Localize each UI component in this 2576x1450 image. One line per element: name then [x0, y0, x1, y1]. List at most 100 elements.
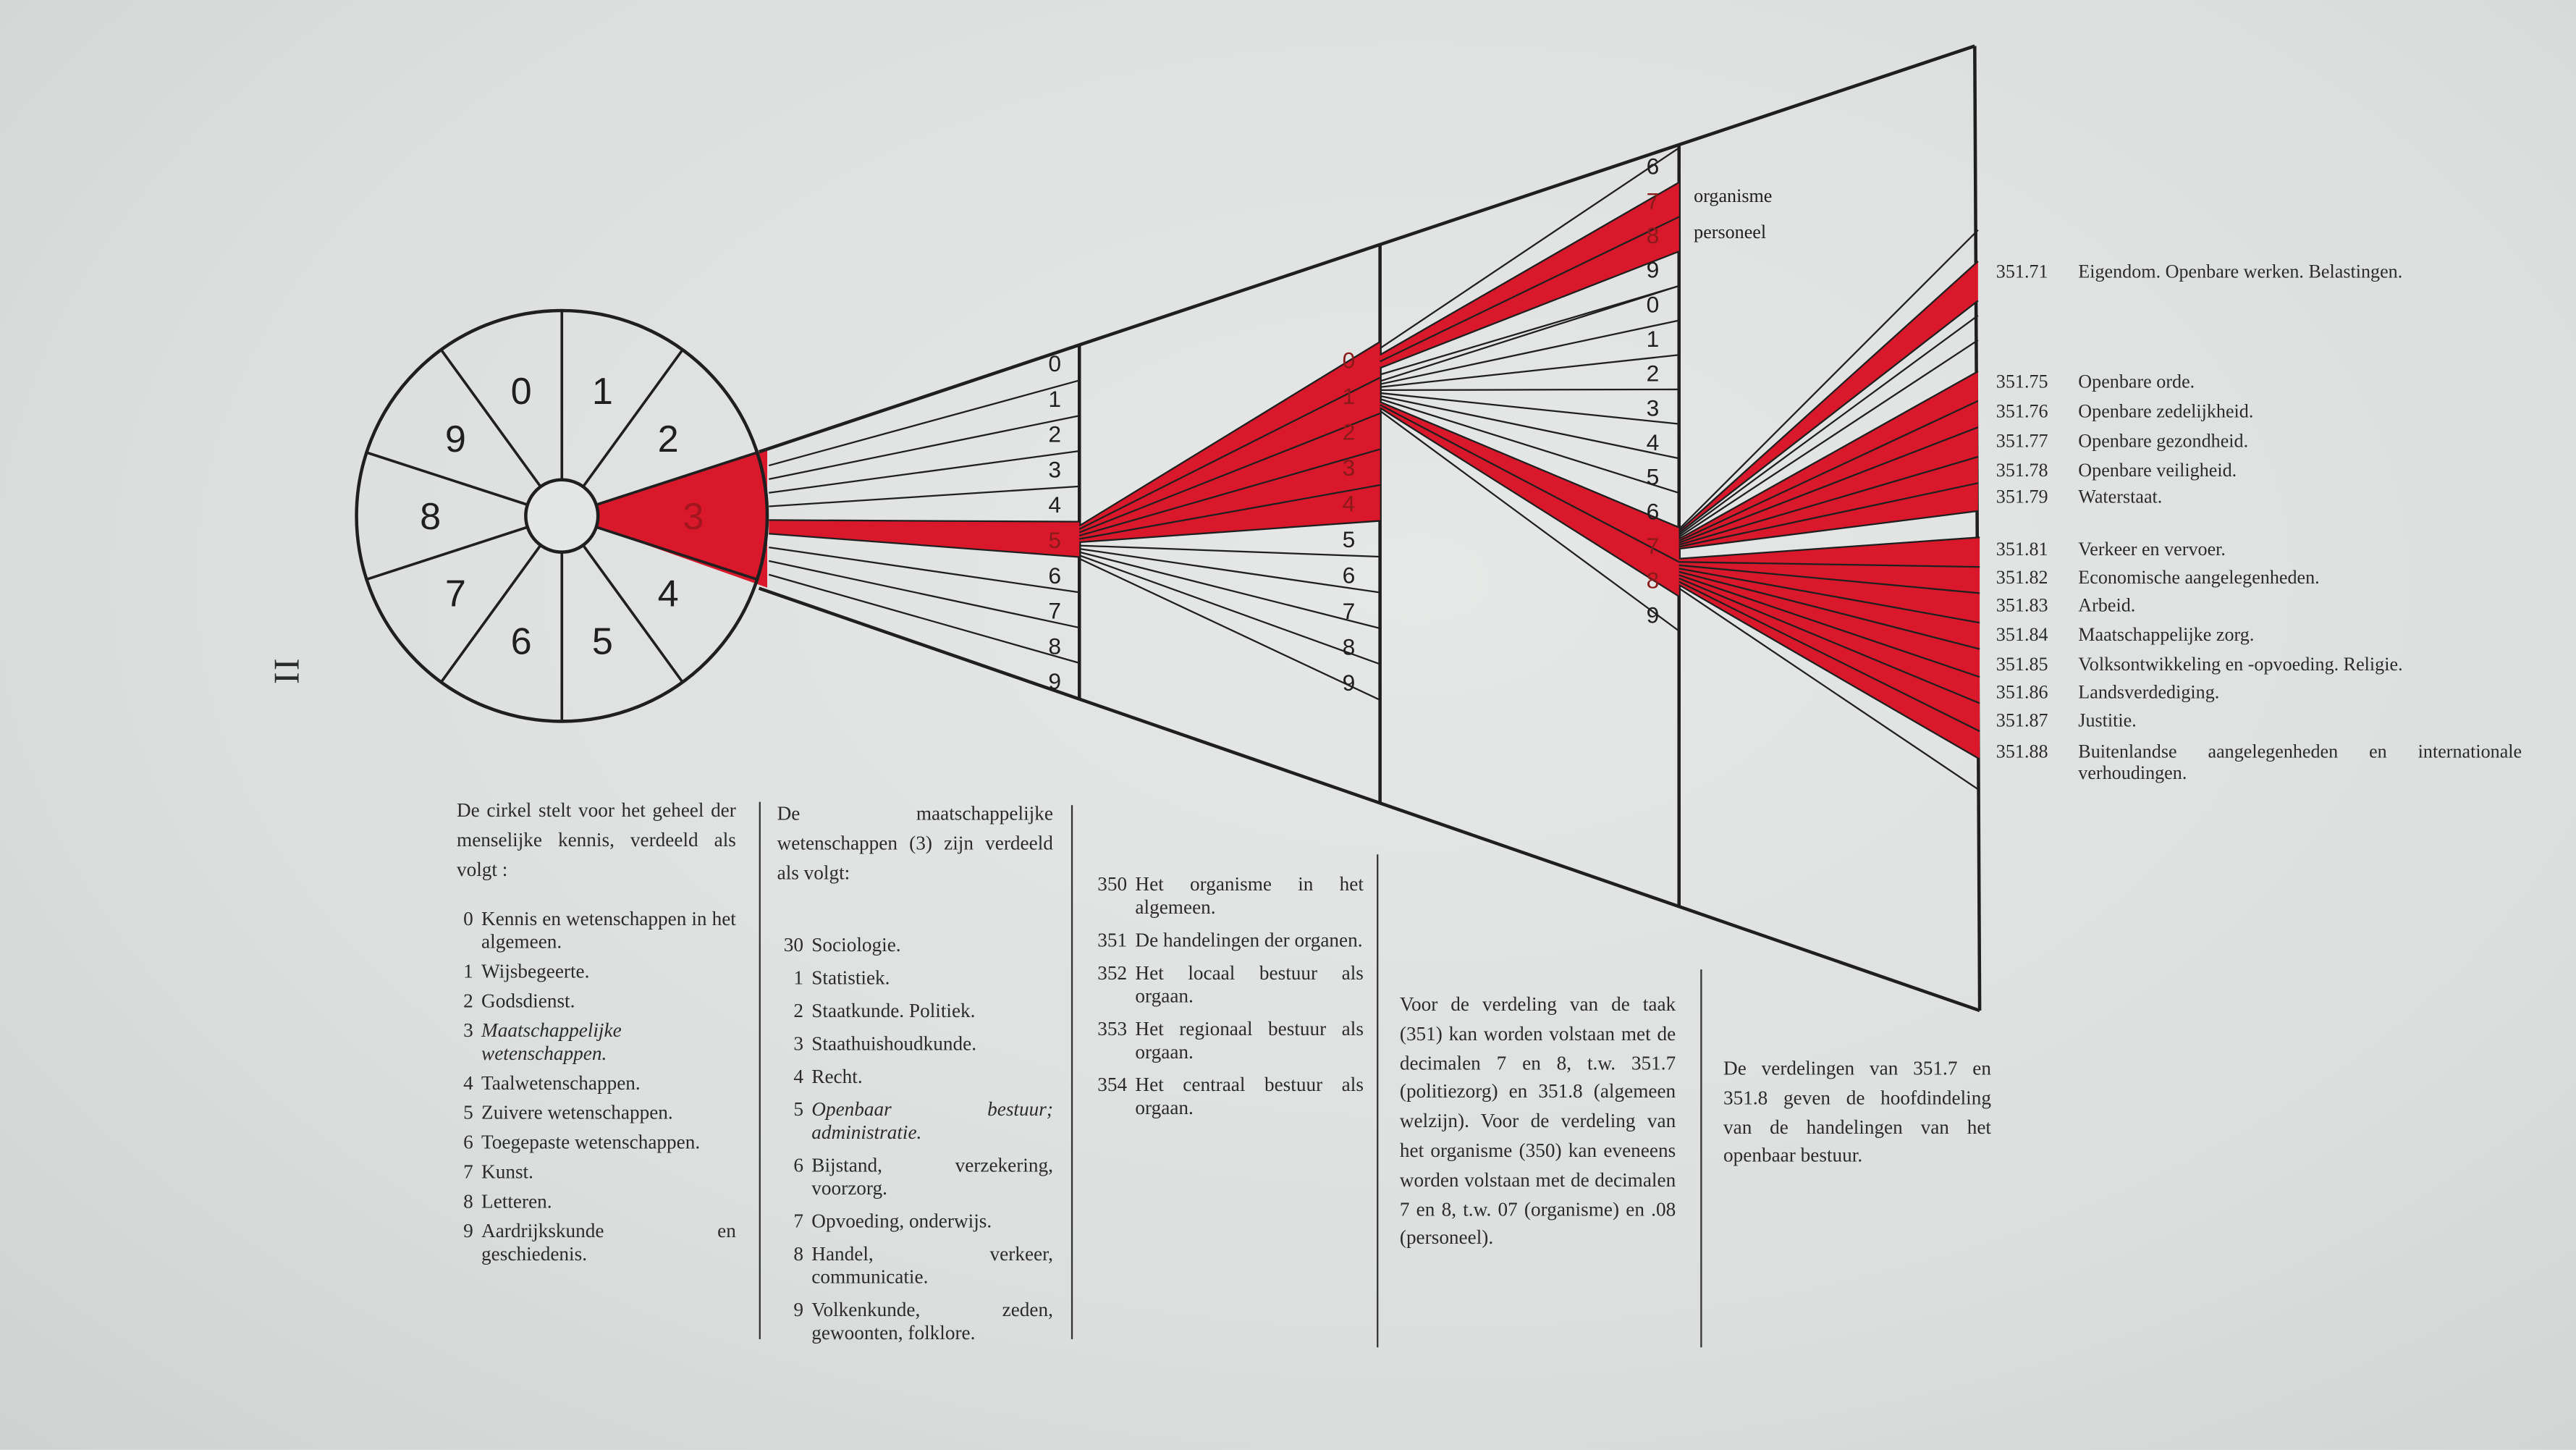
item-text: Recht. [811, 1064, 863, 1088]
fan-line [1379, 410, 1680, 632]
fan-line [1078, 557, 1381, 701]
item-number: 3 [793, 1032, 803, 1055]
social-sciences-block: De maatschappelijke wetenschappen (3) zi… [777, 798, 1053, 1354]
fan-line [1678, 229, 1979, 530]
highlighted-sector [596, 449, 767, 588]
fan-line [1678, 339, 1979, 538]
item-number: 2 [793, 999, 803, 1022]
personeel-note: personeel [1694, 222, 1766, 243]
subdivision-code: 351.79 [1996, 488, 2048, 508]
fan-line [1678, 370, 1979, 540]
fan-line [1078, 341, 1381, 527]
fan-line [1380, 319, 1679, 385]
fan-line [1380, 388, 1679, 391]
item-text: Wijsbegeerte. [481, 959, 590, 983]
list-item: 350 Het organisme in het algemeen. [1088, 872, 1364, 919]
item-text: Opvoeding, onderwijs. [811, 1209, 992, 1233]
cell-label: 3 [1048, 456, 1061, 482]
subdivision-label: 351.84 Maatschappelijke zorg. [1996, 626, 2255, 646]
highlight-band [769, 520, 1080, 557]
fan-line [1380, 398, 1680, 494]
cell-label: 7 [1343, 598, 1356, 624]
fan-line [1678, 581, 1980, 733]
cell-label: 6 [1048, 562, 1061, 589]
subdivision-text: Eigendom. Openbare werken. Belastingen. [2078, 263, 2403, 283]
item-text: Het centraal bestuur als orgaan. [1135, 1073, 1364, 1119]
sector-label: 4 [658, 573, 679, 615]
envelope-top [758, 44, 1976, 454]
sector-divider [366, 526, 528, 581]
column-divider [759, 801, 761, 1339]
item-text: Letteren. [481, 1189, 552, 1213]
item-number: 9 [793, 1298, 803, 1321]
item-text: De handelingen der organen. [1135, 928, 1363, 952]
list-item: 6 Bijstand, verzekering, voorzorg. [777, 1153, 1053, 1200]
highlight-band [1678, 371, 1978, 549]
list-item: 8 Handel, verkeer, communicatie. [777, 1242, 1053, 1289]
item-text: Maatschappelijke wetenschappen. [481, 1019, 622, 1065]
item-number: 9 [463, 1219, 473, 1242]
fan-line [1380, 401, 1680, 528]
subdivision-text: Waterstaat. [2078, 488, 2163, 508]
sector-label: 8 [420, 496, 441, 538]
organisme-note: organisme [1694, 185, 1772, 206]
item-text: Handel, verkeer, communicatie. [811, 1242, 1053, 1289]
item-number: 354 [1097, 1073, 1128, 1096]
fan-line [1079, 484, 1380, 540]
item-text: Bijstand, verzekering, voorzorg. [811, 1153, 1053, 1200]
item-number: 6 [793, 1153, 803, 1177]
sector-divider [366, 451, 528, 507]
item-number: 8 [463, 1189, 473, 1213]
cell-label: 5 [1647, 464, 1660, 490]
fan-line [1380, 407, 1680, 597]
cell-label: 2 [1048, 421, 1061, 447]
fan-line [1380, 395, 1679, 460]
cell-label: 7 [1647, 533, 1660, 559]
list-item: 2 Staatkunde. Politiek. [777, 999, 1053, 1022]
fan-line [1678, 577, 1980, 704]
item-text: Aardrijkskunde en geschiedenis. [481, 1219, 736, 1265]
item-text: Kunst. [481, 1160, 533, 1184]
item-text: Het organisme in het algemeen. [1135, 872, 1364, 919]
cell-label: 5 [1343, 526, 1356, 552]
subdivision-text: Openbare zedelijkheid. [2078, 402, 2254, 423]
cell-label: 3 [1343, 455, 1356, 481]
cell-label: 8 [1048, 633, 1061, 659]
column-divider [1700, 969, 1702, 1348]
subdivision-code: 351.84 [1996, 625, 2048, 646]
sector-divider [582, 349, 684, 488]
fan-line [1380, 284, 1680, 376]
subdivision-code: 351.78 [1996, 461, 2048, 482]
cell-label: 6 [1343, 562, 1356, 588]
fan-line [1380, 181, 1680, 356]
column-divider [1070, 805, 1073, 1339]
fan-line [769, 415, 1080, 480]
envelope-bottom [758, 586, 1980, 1013]
subdivision-text: Maatschappelijke zorg. [2078, 625, 2255, 646]
item-number: 350 [1097, 872, 1128, 896]
cell-label: 5 [1048, 527, 1061, 553]
sector-divider [440, 544, 542, 683]
fan-line [1678, 510, 1978, 550]
fan-line [1078, 555, 1381, 665]
sector-divider [440, 349, 542, 488]
sector-label: 5 [592, 621, 613, 663]
fan-line [1380, 404, 1680, 563]
cell-label: 8 [1647, 568, 1660, 594]
list-item: 8 Letteren. [457, 1189, 736, 1213]
cell-label: 4 [1343, 490, 1356, 516]
item-number: 8 [793, 1242, 803, 1265]
fan-line [1678, 570, 1980, 650]
highlight-band [1380, 182, 1679, 368]
item-text: Staatkunde. Politiek. [811, 999, 976, 1022]
fan-line [1678, 300, 1979, 534]
